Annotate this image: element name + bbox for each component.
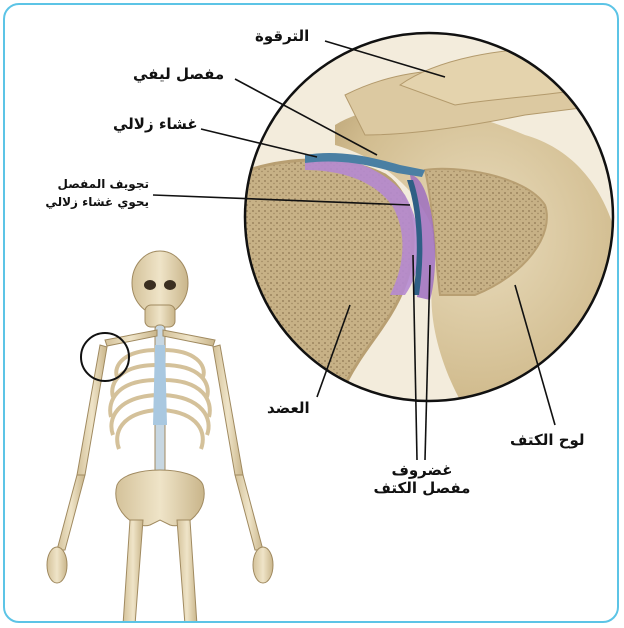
label-joint-cavity-line1: تجويف المفصل	[39, 175, 149, 193]
label-synovial-membrane: غشاء زلالي	[113, 115, 198, 133]
label-scapula: لوح الكتف	[510, 431, 585, 449]
label-humerus: العضد	[267, 399, 310, 417]
shoulder-joint-illustration	[5, 5, 619, 623]
label-cartilage-line2: مفصل الكتف	[367, 479, 477, 497]
skeleton	[47, 251, 273, 623]
label-clavicle: الترقوة	[255, 27, 309, 45]
label-cartilage-line1: غضروف	[367, 461, 477, 479]
diagram-frame: الترقوة مفصل ليفي غشاء زلالي تجويف المفص…	[3, 3, 619, 623]
label-joint-cavity: تجويف المفصل يحوي غشاء زلالي	[39, 175, 149, 211]
label-cartilage: غضروف مفصل الكتف	[367, 461, 477, 497]
label-fibrous-joint: مفصل ليفي	[133, 65, 224, 83]
label-joint-cavity-line2: يحوي غشاء زلالي	[39, 193, 149, 211]
